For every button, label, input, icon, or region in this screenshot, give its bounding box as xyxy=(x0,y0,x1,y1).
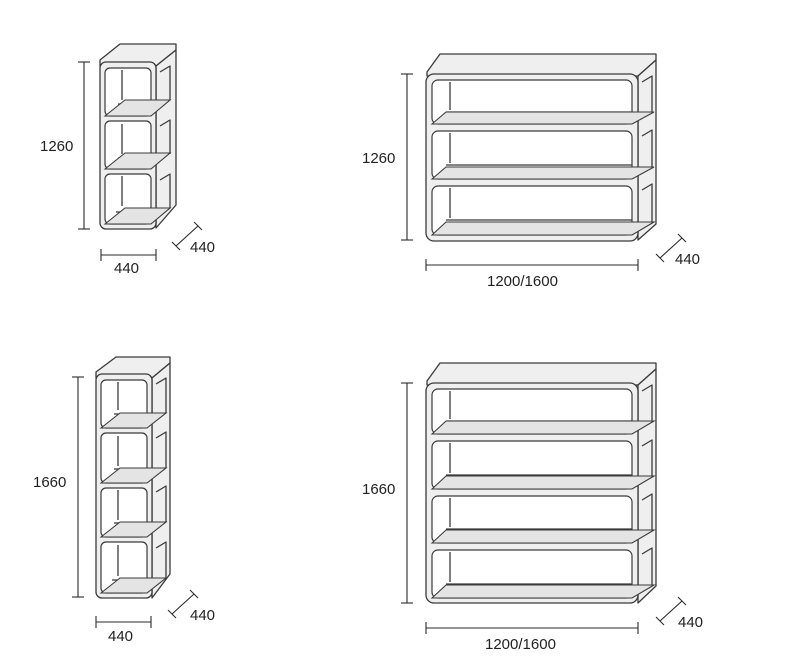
width-label: 1200/1600 xyxy=(485,636,556,653)
height-label: 1660 xyxy=(362,481,395,498)
side-panel xyxy=(637,368,657,604)
height-label: 1260 xyxy=(40,138,73,155)
depth-label: 440 xyxy=(190,607,215,624)
height-label: 1660 xyxy=(33,474,66,491)
depth-label: 440 xyxy=(190,239,215,256)
width-label: 440 xyxy=(114,260,139,277)
shelf-unit-wide-1660: 1660 1200/1600 440 xyxy=(362,362,703,653)
side-panel xyxy=(155,49,177,229)
top-panel xyxy=(426,362,657,386)
top-panel xyxy=(426,53,657,77)
side-panel xyxy=(637,59,657,241)
side-panel xyxy=(151,362,171,599)
width-label: 440 xyxy=(108,628,133,645)
depth-label: 440 xyxy=(678,614,703,631)
shelf-unit-narrow-1660: 1660 440 440 xyxy=(33,356,215,645)
shelf-unit-narrow-1260: 1260 440 440 xyxy=(40,43,215,277)
shelf-unit-wide-1260: 1260 1200/1600 440 xyxy=(362,53,700,290)
width-label: 1200/1600 xyxy=(487,273,558,290)
depth-label: 440 xyxy=(675,251,700,268)
front-frame xyxy=(425,382,639,604)
height-label: 1260 xyxy=(362,150,395,167)
